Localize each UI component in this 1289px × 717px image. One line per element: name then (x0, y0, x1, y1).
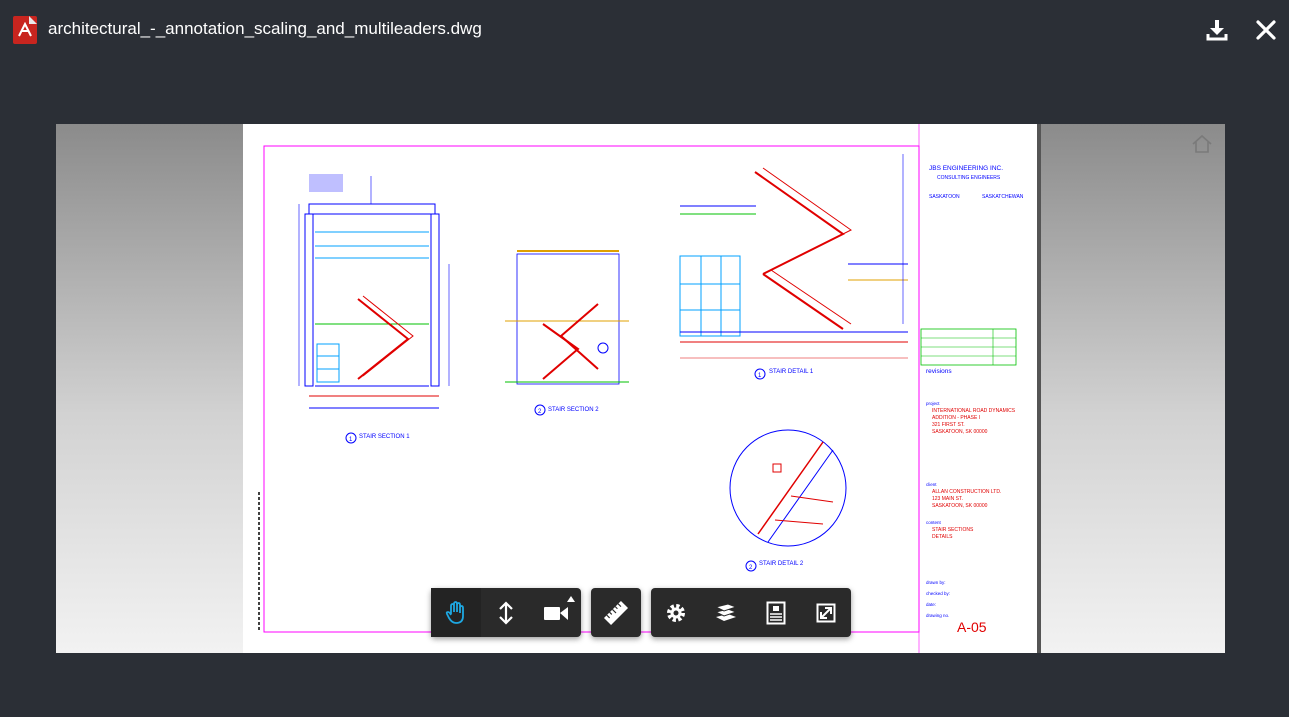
view-title-stair-section-1: STAIR SECTION 1 (359, 434, 410, 440)
svg-text:321 FIRST ST.: 321 FIRST ST. (932, 422, 965, 428)
svg-text:INTERNATIONAL ROAD DYNAMICS: INTERNATIONAL ROAD DYNAMICS (932, 408, 1016, 414)
svg-text:drawing no.: drawing no. (926, 613, 949, 618)
svg-text:SASKATOON, SK 00000: SASKATOON, SK 00000 (932, 503, 988, 509)
measure-tool-button[interactable] (591, 588, 641, 637)
stair-detail-1: 1 STAIR DETAIL 1 (679, 154, 908, 380)
dwg-drawing: 1 STAIR SECTION 1 2 STAIR SECTION 2 (258, 124, 1024, 653)
svg-text:content: content (926, 520, 942, 525)
navigation-toolbar (431, 588, 581, 637)
view-title-stair-detail-2: STAIR DETAIL 2 (759, 561, 804, 567)
view-title-stair-section-2: STAIR SECTION 2 (548, 407, 599, 413)
company-name: JBS ENGINEERING INC. (929, 165, 1003, 172)
view-title-stair-detail-1: STAIR DETAIL 1 (769, 369, 814, 375)
vertical-arrows-icon (499, 600, 513, 625)
camera-tool-button[interactable] (531, 588, 581, 637)
svg-text:STAIR SECTIONS: STAIR SECTIONS (932, 527, 974, 533)
gear-icon (667, 603, 685, 622)
drawing-canvas[interactable]: 1 STAIR SECTION 1 2 STAIR SECTION 2 (56, 124, 1225, 653)
hand-icon (445, 600, 464, 624)
settings-toolbar (651, 588, 851, 637)
title-block: JBS ENGINEERING INC. CONSULTING ENGINEER… (920, 165, 1024, 635)
stair-section-1: 1 STAIR SECTION 1 (298, 174, 450, 444)
autocad-file-icon (13, 16, 37, 44)
close-icon[interactable] (1254, 18, 1278, 42)
properties-icon (766, 601, 786, 624)
svg-text:SASKATCHEWAN: SASKATCHEWAN (982, 194, 1024, 200)
video-camera-icon (544, 606, 568, 620)
home-icon[interactable] (1191, 134, 1215, 156)
expand-icon (816, 603, 836, 622)
svg-text:1: 1 (758, 373, 762, 379)
svg-text:checked by:: checked by: (926, 591, 950, 596)
svg-text:1: 1 (349, 437, 353, 443)
settings-button[interactable] (651, 588, 701, 637)
sheet-number: A-05 (957, 619, 987, 635)
svg-text:2: 2 (749, 565, 753, 571)
layers-icon (714, 602, 738, 621)
svg-text:client: client (926, 482, 937, 487)
svg-text:ALLAN CONSTRUCTION LTD.: ALLAN CONSTRUCTION LTD. (932, 489, 1001, 495)
svg-text:SASKATOON, SK 00000: SASKATOON, SK 00000 (932, 429, 988, 435)
stair-detail-2: 2 STAIR DETAIL 2 (729, 429, 847, 572)
file-name: architectural_-_annotation_scaling_and_m… (48, 19, 482, 38)
svg-text:project: project (926, 401, 940, 406)
svg-text:2: 2 (538, 409, 542, 415)
svg-text:SASKATOON: SASKATOON (929, 194, 960, 200)
svg-text:123 MAIN ST.: 123 MAIN ST. (932, 496, 963, 502)
svg-text:CONSULTING ENGINEERS: CONSULTING ENGINEERS (937, 175, 1001, 181)
measure-toolbar (591, 588, 641, 637)
drawing-sheet: 1 STAIR SECTION 1 2 STAIR SECTION 2 (243, 124, 1037, 653)
viewer-header: architectural_-_annotation_scaling_and_m… (0, 0, 1289, 62)
menu-caret-icon (567, 596, 575, 602)
fullscreen-button[interactable] (801, 588, 851, 637)
download-icon[interactable] (1205, 18, 1229, 42)
properties-button[interactable] (751, 588, 801, 637)
zoom-tool-button[interactable] (481, 588, 531, 637)
svg-text:revisions: revisions (926, 368, 952, 375)
stair-section-2: 2 STAIR SECTION 2 (505, 250, 629, 416)
layers-button[interactable] (701, 588, 751, 637)
ruler-icon (603, 600, 629, 625)
svg-text:ADDITION - PHASE I: ADDITION - PHASE I (932, 415, 980, 421)
svg-text:date:: date: (926, 602, 936, 607)
svg-text:drawn by:: drawn by: (926, 580, 946, 585)
svg-text:DETAILS: DETAILS (932, 534, 953, 540)
pan-tool-button[interactable] (431, 588, 481, 637)
